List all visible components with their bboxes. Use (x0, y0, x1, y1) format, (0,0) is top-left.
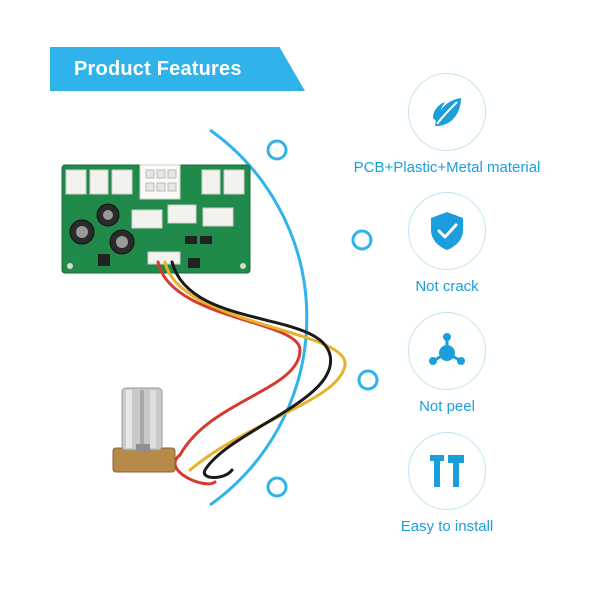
feature-icon-circle (408, 192, 486, 270)
arc-node-1 (266, 139, 288, 161)
header-banner: Product Features (50, 47, 305, 91)
feature-label: Not crack (415, 278, 479, 295)
feature-label: Easy to install (400, 518, 494, 535)
wires (156, 260, 347, 486)
feature-pcb-plastic-metal: PCB+Plastic+Metal material (354, 73, 540, 176)
arc-node-3 (357, 369, 379, 391)
feature-icon-circle (408, 312, 486, 390)
feature-icon-circle (408, 432, 486, 510)
banner-title: Product Features (74, 57, 242, 80)
feature-easy-to-install: Easy to install (357, 432, 537, 535)
feature-not-peel: Not peel (357, 312, 537, 415)
arc-node-4 (266, 476, 288, 498)
leaf-icon (433, 98, 461, 126)
feature-label: PCB+Plastic+Metal material (353, 159, 541, 176)
shield-check-icon (431, 212, 463, 250)
feature-label: Not peel (419, 398, 475, 415)
molecule-icon (429, 333, 465, 365)
feature-icon-circle (408, 73, 486, 151)
tools-icon (430, 455, 464, 487)
pcb-board (61, 164, 251, 274)
potentiometer (112, 387, 176, 473)
arc-node-2 (351, 229, 373, 251)
feature-not-crack: Not crack (357, 192, 537, 295)
